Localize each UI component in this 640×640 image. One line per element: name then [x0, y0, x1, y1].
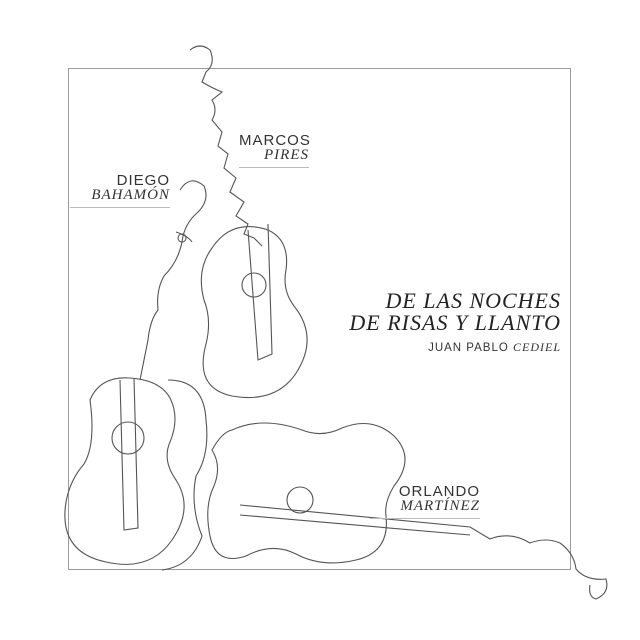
- divider: [370, 518, 480, 519]
- musician-first-name: DIEGO: [116, 172, 170, 189]
- album-title-line-1: DE LAS NOCHES: [385, 288, 561, 313]
- musician-last-name: PIRES: [264, 147, 309, 163]
- musician-label-orlando: ORLANDO MARTÍNEZ: [370, 484, 480, 519]
- guitar-lying-neck: [239, 504, 608, 600]
- cover-frame: [68, 68, 571, 570]
- guitar-left-neck: [139, 180, 207, 381]
- musician-last-name: BAHAMÓN: [91, 187, 170, 203]
- guitar-lowerleft-soundhole: [111, 421, 145, 455]
- musician-first-name: MARCOS: [239, 132, 311, 149]
- guitar-center-headstock: [189, 45, 263, 247]
- guitar-lying-body: [207, 422, 406, 564]
- artist-first-name: JUAN PABLO: [428, 342, 509, 354]
- guitar-center-soundhole: [241, 272, 267, 298]
- divider: [239, 167, 309, 168]
- guitar-center-body: [200, 226, 308, 399]
- artist-name: JUAN PABLO CEDIEL: [428, 340, 561, 355]
- musician-first-name: ORLANDO: [398, 483, 480, 500]
- musician-last-name: MARTÍNEZ: [400, 498, 480, 514]
- artist-last-name: CEDIEL: [513, 340, 561, 354]
- musician-label-diego: DIEGO BAHAMÓN: [70, 173, 170, 208]
- musician-label-marcos: MARCOS PIRES: [239, 132, 311, 168]
- album-title-line-2: DE RISAS Y LLANTO: [349, 310, 561, 335]
- guitar-lowerleft-body: [64, 377, 185, 565]
- album-title: DE LAS NOCHES DE RISAS Y LLANTO: [349, 290, 561, 334]
- divider: [70, 207, 170, 208]
- guitar-lying-soundhole: [286, 486, 314, 514]
